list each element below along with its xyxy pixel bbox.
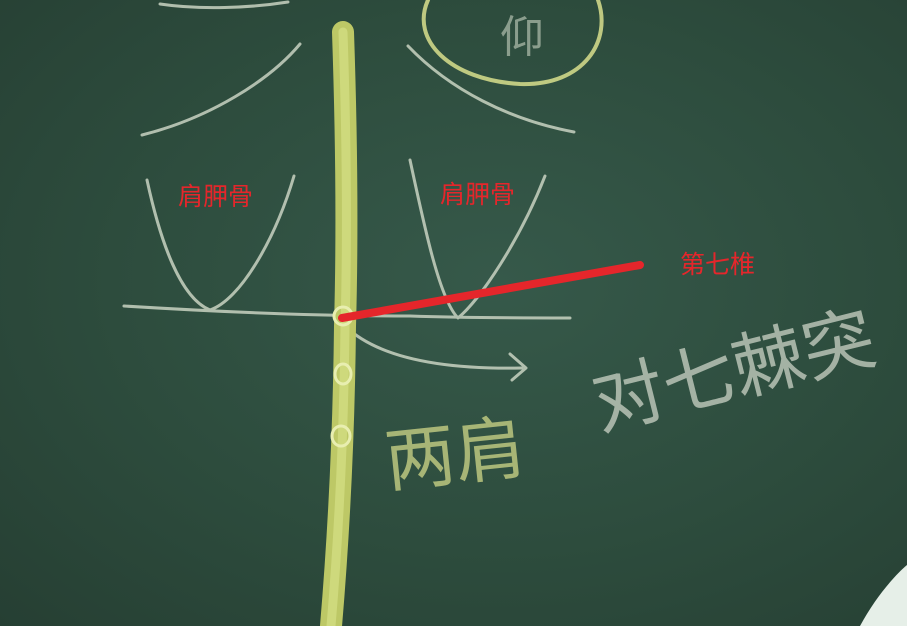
spine [320,21,358,626]
chalk-note-right: 对七棘突 [584,295,884,446]
chalk-top-left-stroke [158,0,290,10]
c7-pointer-line [338,261,644,322]
top-head-circle [421,0,604,87]
chalk-note-arrow: 两肩 [381,407,529,503]
bottom-right-artifact [860,565,907,626]
chalk-arrow-line [343,324,524,370]
vertebra-t2 [330,424,352,448]
scapula-right-label: 肩胛骨 [440,180,516,209]
chalk-top-circle-char: 仰 [500,12,544,63]
chalk-right-shoulder-line [406,44,576,134]
vertebra-t1 [333,362,353,386]
scapula-left-label: 肩胛骨 [178,182,254,211]
horizontal-baseline [122,304,572,320]
c7-vertebra-label: 第七椎 [680,250,756,279]
chalk-arrowhead [508,352,528,382]
chalk-left-shoulder-line [140,42,302,137]
